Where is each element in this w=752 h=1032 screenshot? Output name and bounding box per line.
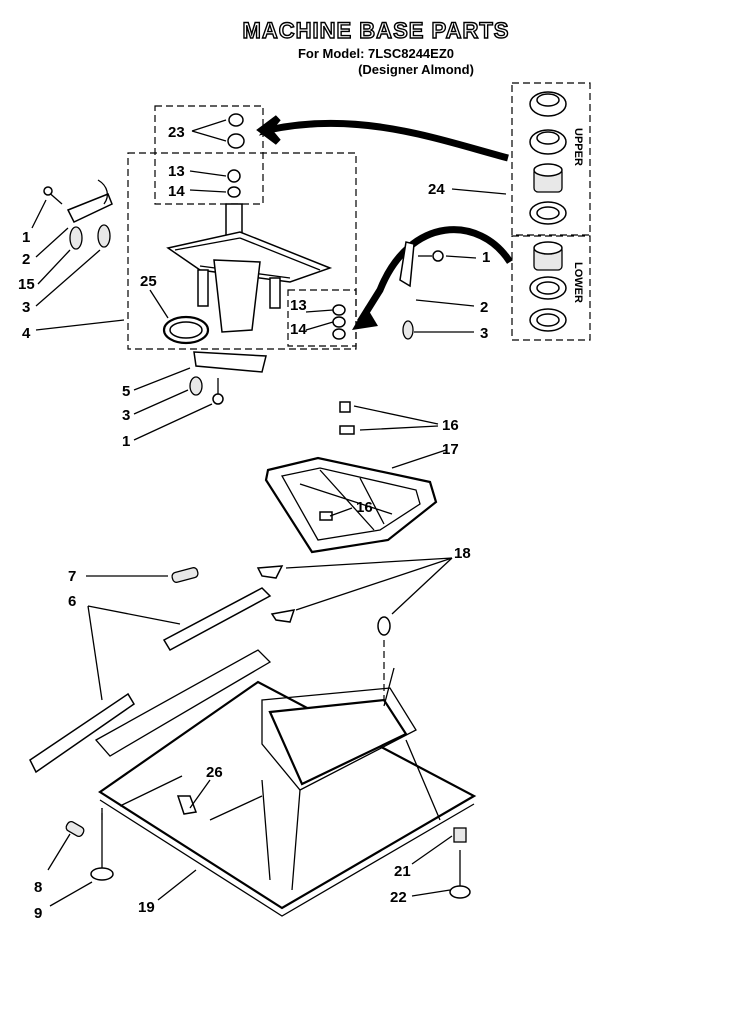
callout-25: 25 xyxy=(140,273,157,290)
callout-1-right: 1 xyxy=(482,249,490,266)
model-line: For Model: 7LSC8244EZ0 xyxy=(297,46,455,61)
lower-bracket-hardware xyxy=(189,351,267,405)
lower-kit-arrow xyxy=(357,226,513,324)
seal-hardware-box xyxy=(287,289,357,347)
right-bracket-hardware xyxy=(399,241,444,340)
callout-1-left: 1 xyxy=(22,229,30,246)
callout-5: 5 xyxy=(122,383,130,400)
top-hardware-box xyxy=(154,105,264,205)
callout-24: 24 xyxy=(428,181,445,198)
lower-kit-label: LOWER xyxy=(572,262,584,303)
callout-21: 21 xyxy=(394,863,411,880)
base-spider-assembly xyxy=(162,203,333,345)
cabinet-base-frame xyxy=(65,640,477,917)
variant-line: (Designer Almond) xyxy=(358,62,474,77)
callout-3-lower: 3 xyxy=(122,407,130,424)
upper-kit-box xyxy=(511,82,591,236)
left-bracket-hardware xyxy=(43,179,113,250)
callout-17: 17 xyxy=(442,441,459,458)
rails-and-clips xyxy=(29,565,391,774)
leader-lines xyxy=(31,119,507,907)
callout-22: 22 xyxy=(390,889,407,906)
callout-7: 7 xyxy=(68,568,76,585)
lower-bearing-kit-parts xyxy=(529,241,567,332)
hub-hardware-parts xyxy=(227,113,346,340)
callout-3-left: 3 xyxy=(22,299,30,316)
callout-16-lower: 16 xyxy=(356,499,373,516)
callout-23: 23 xyxy=(168,124,185,141)
callout-4: 4 xyxy=(22,325,31,342)
callout-2-left: 2 xyxy=(22,251,30,268)
callout-13-inner: 13 xyxy=(290,297,307,314)
tub-ring-assembly xyxy=(264,401,438,554)
callout-14-top: 14 xyxy=(168,183,185,200)
callout-14-inner: 14 xyxy=(290,321,307,338)
callout-3-right: 3 xyxy=(480,325,488,342)
callout-1-lower: 1 xyxy=(122,433,130,450)
callout-26: 26 xyxy=(206,764,223,781)
lower-kit-arrowhead xyxy=(352,306,378,330)
upper-bearing-kit-parts xyxy=(529,91,567,225)
callout-16-top: 16 xyxy=(442,417,459,434)
callout-15: 15 xyxy=(18,276,35,293)
diagram-title: MACHINE BASE PARTS xyxy=(242,17,510,43)
callout-6: 6 xyxy=(68,593,76,610)
callout-18: 18 xyxy=(454,545,471,562)
callout-9: 9 xyxy=(34,905,42,922)
base-assembly-box xyxy=(127,152,357,350)
callout-19: 19 xyxy=(138,899,155,916)
callout-2-right: 2 xyxy=(480,299,488,316)
upper-kit-arrow xyxy=(256,115,509,162)
callout-8: 8 xyxy=(34,879,42,896)
upper-kit-label: UPPER xyxy=(572,128,584,166)
lower-kit-box xyxy=(511,235,591,341)
callout-13-top: 13 xyxy=(168,163,185,180)
